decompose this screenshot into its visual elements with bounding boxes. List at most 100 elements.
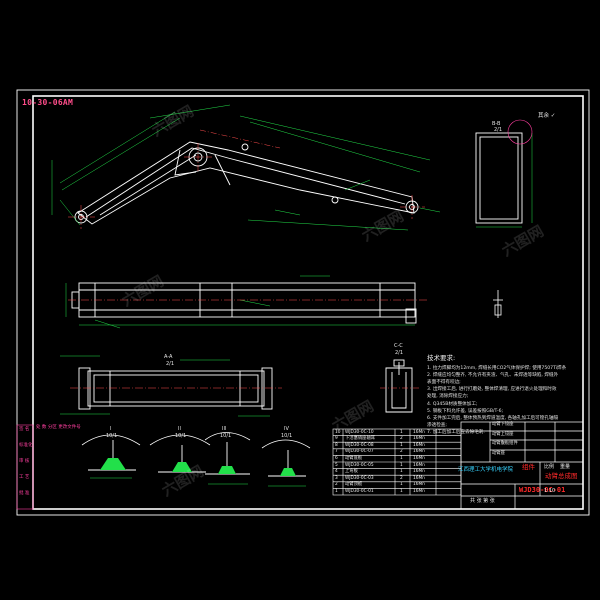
outer-frame: [16, 89, 590, 516]
bom-cell-mat: 16Mn: [413, 469, 425, 475]
tech-note-line: 3. 出焊接工后, 进行打磨处, 整体焊清理, 应进行退火处理和时效: [427, 387, 557, 393]
label-aa-scale: 2/1: [166, 361, 175, 367]
detail-III: [204, 432, 251, 485]
bom-cell-mat: 16Mn: [413, 475, 425, 481]
bom-cell-mat: 16Mn: [413, 455, 425, 461]
bom-cell-no: 8: [335, 442, 338, 448]
sheet-label: 共 张 第 张: [470, 498, 495, 504]
tech-notes-title: 技术要求:: [427, 354, 456, 362]
bom-cell-mat: 16Mn: [413, 488, 425, 494]
bom-cell-name: WJD30-0C-07: [345, 449, 374, 455]
section-bb-view: [475, 132, 533, 228]
bb-detail-circle: [507, 119, 533, 145]
bom-cell-mat: 16Mn: [413, 462, 425, 468]
company-name: 江西理工大学机电学院: [458, 467, 514, 473]
bom-cell-mat: 16Mn: [413, 442, 425, 448]
bom-cell-name: WJD30-0C-01: [345, 488, 374, 494]
label-detail-I: I: [110, 426, 112, 432]
bom-cell-qty: 1: [400, 442, 403, 448]
bom-cell-no: 3: [335, 475, 338, 481]
bom-cell-no: 2: [335, 482, 338, 488]
ratio-label: 比例: [544, 464, 555, 470]
bom-cell-qty: 1: [400, 488, 403, 494]
left-table-row: 签 名: [19, 427, 30, 432]
boom-center-lines: [68, 129, 425, 229]
bom-cell-name: 动臂底板: [345, 455, 363, 461]
binding-strip: [16, 424, 34, 510]
bom-cell-no: 4: [335, 469, 338, 475]
bom-cell-qty: 2: [400, 449, 403, 455]
bom-cell-name: WJD30-0C-05: [345, 462, 374, 468]
label-bb: B-B: [492, 121, 501, 127]
left-table-header: 处 数 分区 更改文件号: [36, 425, 81, 430]
label-bb-scale: 2/1: [494, 127, 503, 133]
top-view-dimensions: [65, 275, 415, 329]
left-table-row: 工 艺: [19, 475, 30, 480]
roughness-mark: 其余 ✓: [538, 113, 556, 119]
left-table-row: 审 核: [19, 459, 30, 464]
label-cc: C-C: [394, 343, 403, 349]
bom-cell-no: 9: [335, 436, 338, 442]
aa-dimensions: [60, 355, 270, 417]
tech-notes: 技术要求: 1. 拉力焊脚均为12mm, 焊缝长用CO2气体保护焊; 使用750…: [427, 355, 566, 437]
detail-I: [81, 434, 141, 479]
title-block-grid: [460, 421, 584, 510]
bom-cell-mat: 16Mn: [413, 436, 425, 442]
bom-cell-no: 10: [335, 429, 341, 435]
label-detail-II-scale: 10/1: [175, 433, 187, 439]
material-label: 组件: [522, 463, 535, 471]
label-aa: A-A: [164, 354, 173, 360]
bom-cell-mat: 16Mn: [413, 429, 425, 435]
bom-cell-name: 动臂顶板: [345, 482, 363, 488]
bom-cell-no: 6: [335, 455, 338, 461]
tech-note-line: 2. 焊缝应均匀整齐, 不允许有夹渣、气孔、未焊透等缺陷, 焊缝外: [427, 372, 559, 378]
inner-frame: [32, 95, 584, 510]
bom-cell-name: 上弯板: [345, 469, 358, 475]
tech-note-line: 渗透检查;: [427, 423, 447, 429]
boom-side-view: [74, 141, 419, 225]
small-section-view: [493, 290, 503, 318]
bom-cell-no: 5: [335, 462, 338, 468]
bom-cell-qty: 2: [400, 475, 403, 481]
label-cc-scale: 2/1: [395, 350, 404, 356]
title-block-row: 动臂座: [492, 450, 505, 456]
bom-table-grid: [332, 428, 462, 496]
title-block-row: 动臂腹板组件: [492, 441, 518, 446]
detail-II: [149, 434, 211, 473]
bom-cell-qty: 1: [400, 462, 403, 468]
tech-note-line: 5. 钢板下料允许差, 误差按照GB/T-6;: [427, 408, 504, 414]
boom-dimensions: [51, 104, 441, 231]
section-aa-view: [78, 367, 273, 410]
bom-cell-name: 下活塞销座轴耳: [345, 436, 376, 442]
bom-cell-qty: 1: [400, 429, 403, 435]
tech-note-line: 处理, 消除焊接应力;: [427, 394, 469, 400]
label-detail-I-scale: 10/1: [106, 433, 118, 439]
bom-cell-mat: 16Mn: [413, 449, 425, 455]
bom-cell-qty: 1: [400, 482, 403, 488]
tech-note-line: 7. 加工后加工后应去除毛刺.: [427, 430, 485, 436]
bom-cell-no: 1: [335, 488, 338, 494]
tech-note-line: 6. 支件加工完后, 整体预热到焊道温度, 各轴孔加工后可镗孔轴隔: [427, 415, 559, 421]
scale-value: 1:10: [544, 488, 556, 494]
bom-cell-name: WJD30-0C-08: [345, 442, 374, 448]
label-detail-IV-scale: 10/1: [281, 433, 293, 439]
bom-cell-qty: 1: [400, 469, 403, 475]
label-detail-III: III: [222, 426, 227, 432]
bom-cell-qty: 1: [400, 455, 403, 461]
left-table-row: 批 准: [19, 491, 30, 496]
bom-cell-mat: 16Mn: [413, 482, 425, 488]
detail-IV: [261, 439, 311, 487]
bom-cell-name: WJD30-0C-03: [345, 475, 374, 481]
left-table-row: 标准化: [19, 443, 33, 448]
label-detail-IV: IV: [284, 426, 289, 432]
bom-cell-qty: 2: [400, 436, 403, 442]
weight-label: 重量: [560, 464, 571, 470]
section-cc-view: [385, 359, 413, 413]
label-detail-III-scale: 10/1: [220, 433, 232, 439]
tech-note-line: 1. 拉力焊脚均为12mm, 焊缝长用CO2气体保护焊; 使用7507Ti焊条: [427, 365, 567, 371]
drawing-name: 动臂总成图: [545, 472, 578, 480]
bom-cell-no: 7: [335, 449, 338, 455]
title-block-row: 动臂上铰座: [492, 431, 514, 437]
drawing-tag: 10-30-06AM: [22, 98, 74, 107]
